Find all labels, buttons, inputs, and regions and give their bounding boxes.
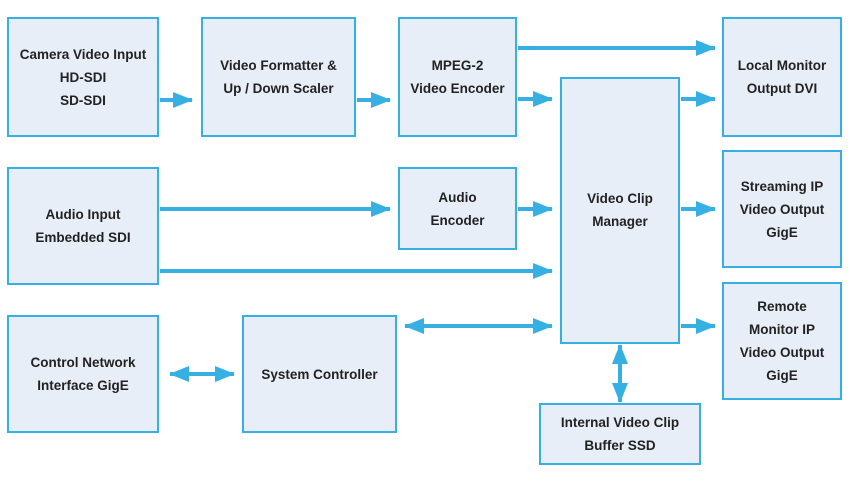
block-label-line: Up / Down Scaler (223, 81, 334, 96)
block-label-line: Buffer SSD (584, 438, 656, 453)
block-label-line: MPEG-2 (431, 58, 484, 73)
block-label-line: Camera Video Input (19, 46, 147, 62)
streaming-ip-output-block: Streaming IP Video Output GigE (722, 150, 842, 268)
block-label-line: Manager (592, 214, 648, 229)
camera-video-input-block: Camera Video Input HD-SDI SD-SDI (7, 17, 159, 137)
system-controller-block: System Controller (242, 315, 397, 433)
block-label-line: Video Encoder (410, 81, 505, 96)
block-label-line: Embedded SDI (35, 230, 131, 245)
block-label-line: Internal Video Clip (560, 415, 680, 430)
block-label-line: HD-SDI (59, 69, 107, 85)
block-label-line: Video Clip (587, 191, 653, 206)
control-network-interface-block: Control Network Interface GigE (7, 315, 159, 433)
block-label-line: Video Output (739, 201, 825, 217)
local-monitor-output-block: Local Monitor Output DVI (722, 17, 842, 137)
block-label-line: GigE (766, 368, 798, 383)
video-clip-manager-block: Video Clip Manager (560, 77, 680, 344)
block-label-line: Streaming IP (740, 178, 824, 194)
block-label-line: Control Network (30, 355, 136, 370)
video-formatter-block: Video Formatter & Up / Down Scaler (201, 17, 356, 137)
remote-monitor-output-block: Remote Monitor IP Video Output GigE (722, 282, 842, 400)
mpeg2-encoder-block: MPEG-2 Video Encoder (398, 17, 517, 137)
block-label-line: Audio (438, 189, 477, 205)
block-label-line: Interface GigE (37, 378, 129, 393)
audio-input-block: Audio Input Embedded SDI (7, 167, 159, 285)
block-label-line: Video Output (739, 345, 825, 360)
block-label-line: Monitor IP (749, 322, 815, 337)
block-label-line: SD-SDI (60, 92, 106, 108)
block-label-line: Local Monitor (737, 58, 827, 73)
internal-buffer-ssd-block: Internal Video Clip Buffer SSD (539, 403, 701, 465)
block-label-line: Encoder (430, 212, 485, 228)
block-label-line: System Controller (261, 366, 378, 382)
block-label-line: Audio Input (45, 207, 121, 222)
block-label-line: Remote (757, 299, 807, 314)
audio-encoder-block: Audio Encoder (398, 167, 517, 250)
block-label-line: GigE (766, 224, 798, 240)
block-label-line: Video Formatter & (220, 58, 337, 73)
block-label-line: Output DVI (746, 81, 818, 96)
